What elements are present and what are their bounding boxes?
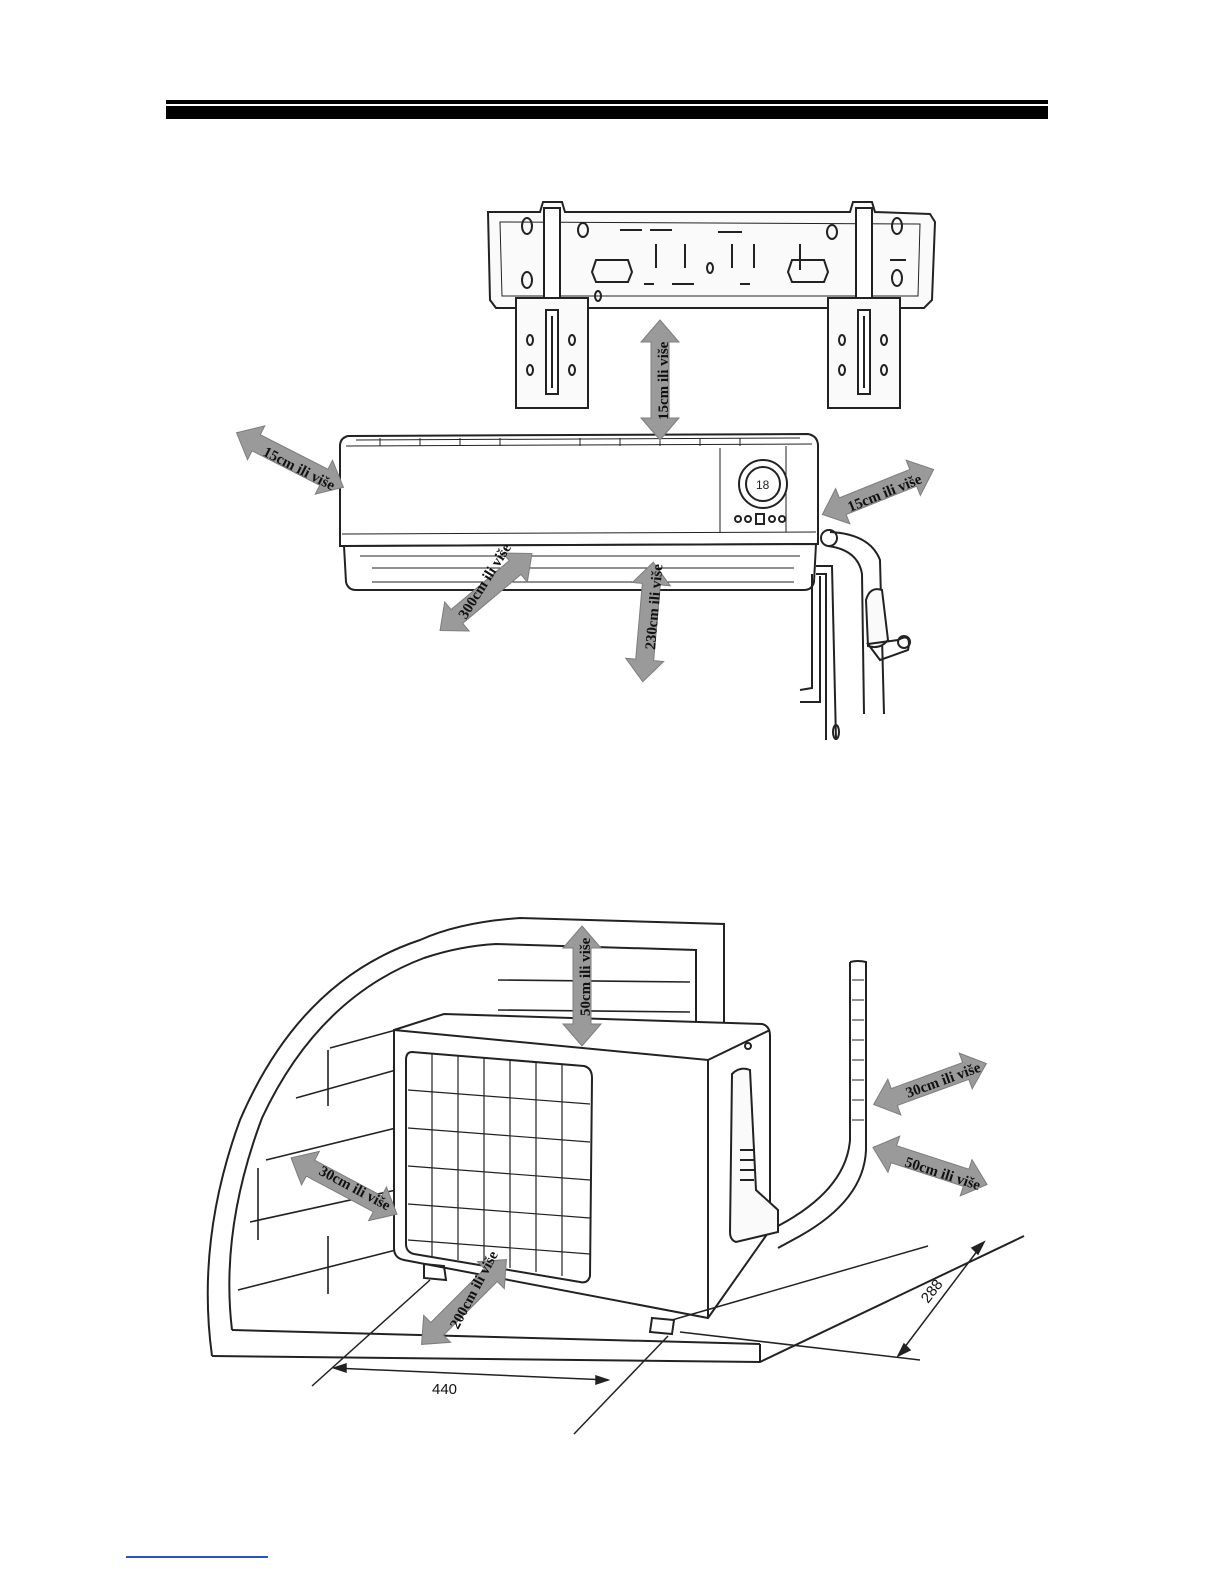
indoor-display-value: 18 bbox=[756, 478, 770, 492]
indoor-unit: 18 bbox=[340, 434, 837, 590]
outdoor-label-side: 30cm ili više bbox=[316, 1163, 393, 1214]
outdoor-piping bbox=[778, 961, 866, 1248]
mounting-plate bbox=[488, 202, 935, 408]
outdoor-dimension-depth: 288 bbox=[918, 1276, 947, 1306]
indoor-piping bbox=[800, 532, 910, 740]
indoor-label-top: 15cm ili više bbox=[656, 341, 672, 420]
indoor-section: 18 15cm ili više bbox=[228, 202, 941, 740]
outdoor-label-top: 50cm ili više bbox=[578, 937, 594, 1016]
outdoor-unit bbox=[394, 1014, 778, 1334]
outdoor-section: 440 288 50cm ili više 30cm ili više 50cm… bbox=[208, 918, 1024, 1434]
outdoor-dimension-width: 440 bbox=[432, 1381, 457, 1398]
footer-link-underline bbox=[126, 1556, 268, 1558]
